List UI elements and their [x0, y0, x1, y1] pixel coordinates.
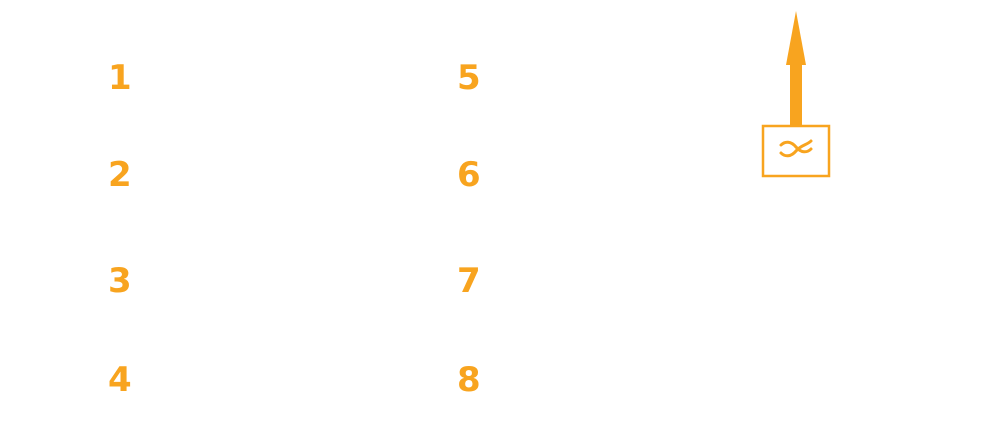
cutting-loop-icon [779, 139, 813, 158]
label-1: 1 [108, 58, 132, 98]
up-arrow-head [786, 11, 806, 65]
label-6: 6 [457, 155, 481, 195]
symbol-box [761, 124, 831, 178]
label-7: 7 [457, 261, 481, 301]
label-4: 4 [108, 360, 132, 400]
arrow-box-symbol [761, 11, 831, 178]
label-5: 5 [457, 58, 481, 98]
label-8: 8 [457, 360, 481, 400]
label-2: 2 [108, 155, 132, 195]
up-arrow-shaft [790, 63, 802, 127]
label-3: 3 [108, 261, 132, 301]
